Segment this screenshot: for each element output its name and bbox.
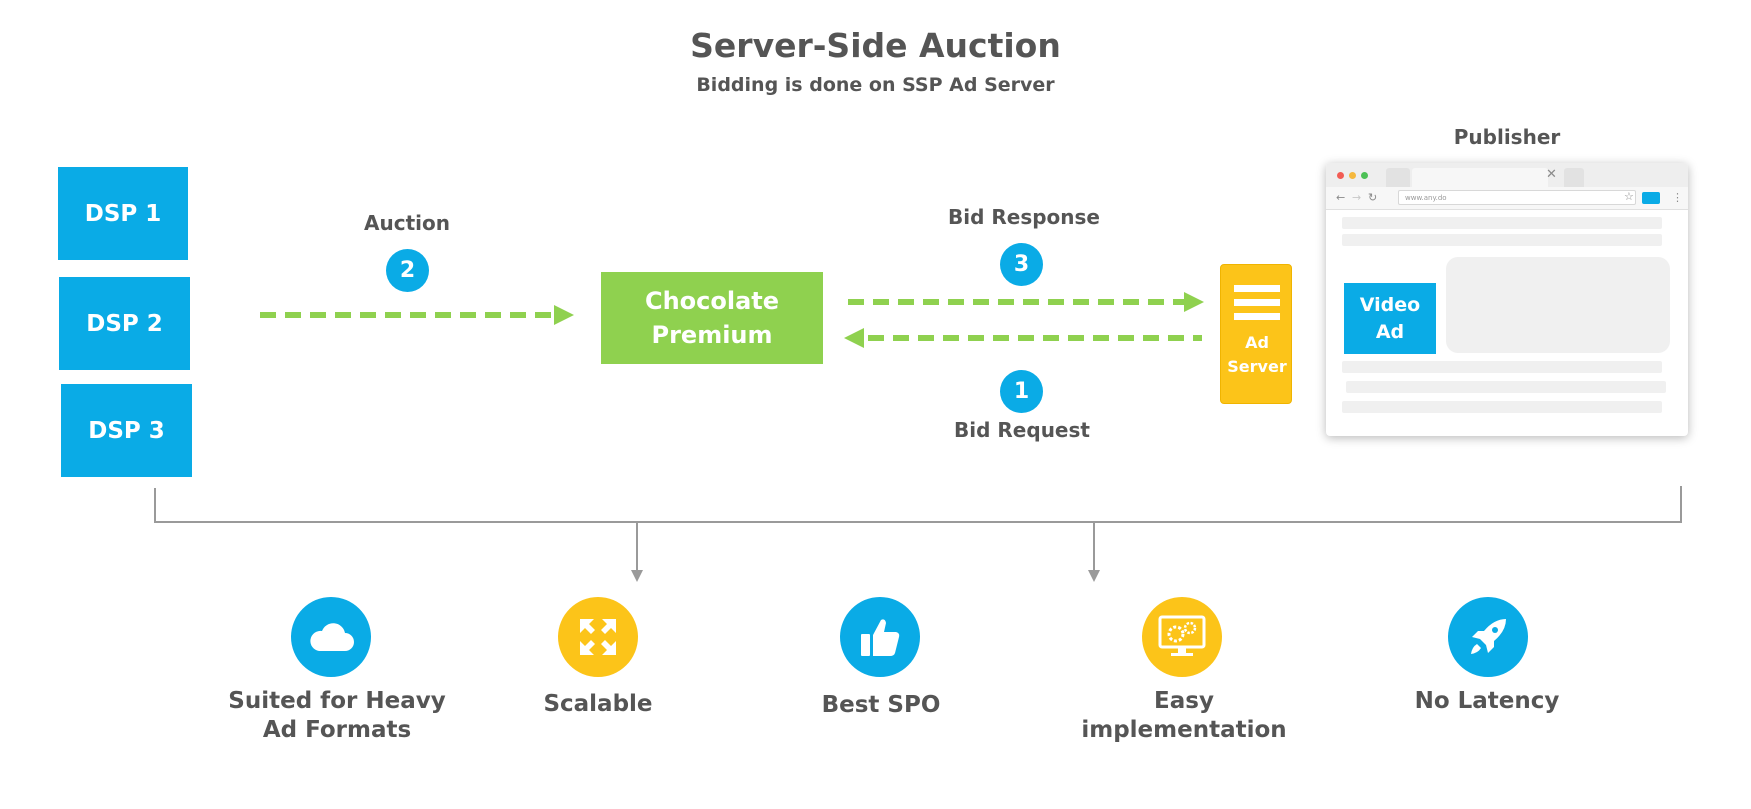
feature-label-scalable: Scalable (468, 690, 728, 719)
bid-request-arrowhead (844, 328, 864, 348)
chocolate-premium-box: Chocolate Premium (601, 272, 823, 364)
auction-step-badge: 2 (386, 249, 429, 292)
auction-arrowhead (554, 305, 574, 325)
content-placeholder-line (1342, 217, 1662, 229)
thumbs-up-icon (840, 597, 920, 677)
back-arrow-icon: ← (1336, 191, 1346, 204)
feature-label-easy-implementation: Easy implementation (1054, 687, 1314, 745)
server-rack-bar (1234, 299, 1280, 306)
menu-dots-icon: ⋮ (1672, 191, 1683, 204)
bid-response-step-badge: 3 (1000, 243, 1043, 286)
browser-tab (1386, 168, 1410, 187)
feature-label-line1: No Latency (1414, 688, 1560, 714)
content-placeholder-line (1342, 361, 1662, 373)
video-ad-line1: Video (1359, 293, 1421, 316)
tab-close-icon: ✕ (1546, 167, 1557, 182)
reload-icon: ↻ (1368, 191, 1378, 204)
dsp-1-box: DSP 1 (58, 167, 188, 260)
feature-label-line1: Easy (1154, 688, 1214, 714)
page-title: Server-Side Auction (690, 26, 1061, 65)
new-tab-icon (1564, 168, 1584, 187)
feature-label-line1: Scalable (543, 691, 653, 717)
server-rack-bar (1234, 285, 1280, 292)
maximize-dot-icon (1361, 172, 1368, 179)
rocket-icon (1448, 597, 1528, 677)
feature-label-best-spo: Best SPO (751, 691, 1011, 720)
bid-request-label: Bid Request (954, 418, 1090, 442)
feature-label-line2: implementation (1081, 717, 1287, 743)
content-placeholder-line (1342, 234, 1662, 246)
ssp-name-line1: Chocolate (644, 287, 780, 315)
feature-label-line1: Best SPO (821, 692, 941, 718)
dsp-3-box: DSP 3 (61, 384, 192, 477)
dsp-2-box: DSP 2 (59, 277, 190, 370)
monitor-gear-icon (1142, 597, 1222, 677)
cloud-icon (291, 597, 371, 677)
server-rack-bar (1234, 313, 1280, 320)
video-ad-box: Video Ad (1344, 283, 1436, 354)
ad-server-box: Ad Server (1220, 264, 1292, 404)
ad-server-label-line2: Server (1227, 357, 1287, 376)
minimize-dot-icon (1349, 172, 1356, 179)
feature-label-line1: Suited for Heavy (228, 688, 446, 714)
ssp-name-line2: Premium (651, 321, 773, 349)
close-dot-icon (1337, 172, 1344, 179)
expand-arrows-icon (558, 597, 638, 677)
content-placeholder-block (1446, 257, 1670, 353)
feature-label-line2: Ad Formats (262, 717, 412, 743)
content-placeholder-line (1342, 401, 1662, 413)
star-icon: ☆ (1624, 190, 1634, 203)
browser-tab-active (1412, 168, 1548, 187)
feature-label-heavy-ad-formats: Suited for Heavy Ad Formats (207, 687, 467, 745)
ad-server-label-line1: Ad (1245, 333, 1269, 352)
bid-response-arrowhead (1184, 292, 1204, 312)
browser-tab-strip: ✕ (1326, 163, 1688, 187)
feature-label-no-latency: No Latency (1357, 687, 1617, 716)
publisher-browser-window: ✕ ← → ↻ www.any.do ☆ ⋮ Video Ad (1326, 163, 1688, 436)
connector-arrowhead-left (631, 570, 643, 582)
connector-arrowhead-right (1088, 570, 1100, 582)
extension-check-icon (1642, 192, 1660, 204)
browser-address-bar: ← → ↻ www.any.do ☆ ⋮ (1326, 187, 1688, 210)
publisher-label: Publisher (1453, 125, 1561, 149)
bottom-bracket-line (154, 486, 1682, 523)
content-placeholder-line (1346, 381, 1666, 393)
url-field: www.any.do (1398, 190, 1636, 205)
forward-arrow-icon: → (1352, 191, 1362, 204)
bid-response-label: Bid Response (947, 205, 1100, 229)
bid-request-step-badge: 1 (1000, 370, 1043, 413)
page-subtitle: Bidding is done on SSP Ad Server (696, 74, 1055, 96)
auction-label: Auction (364, 211, 450, 235)
video-ad-line2: Ad (1375, 320, 1405, 343)
ad-server-label: Ad Server (1221, 331, 1293, 379)
